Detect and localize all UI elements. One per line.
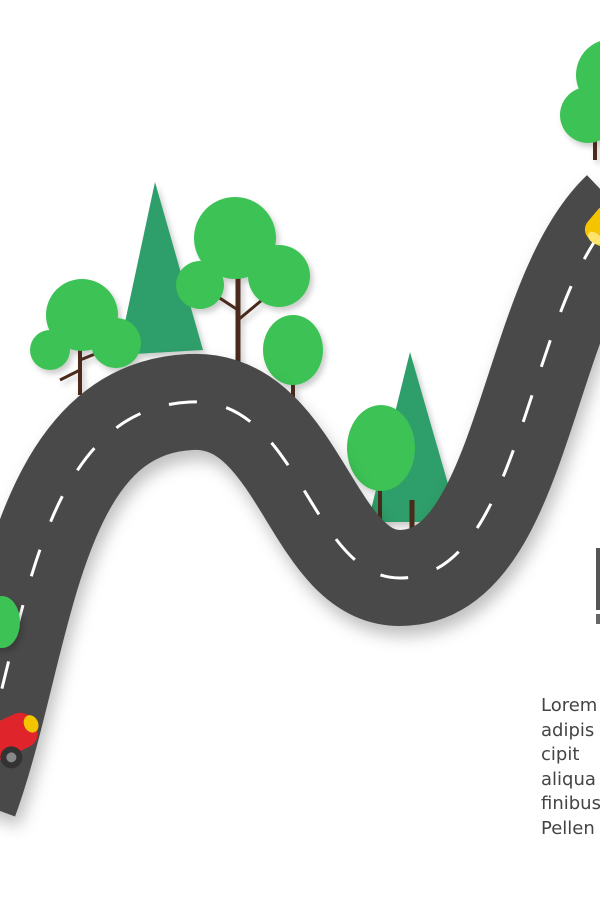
heading-mark (596, 548, 600, 610)
tree-group-top-right (560, 41, 600, 160)
text-line: finibus (541, 793, 600, 815)
tree-group-left (30, 182, 323, 400)
text-line: Lorem (541, 695, 598, 716)
red-car-icon (0, 712, 39, 769)
text-line: Pellen (541, 817, 595, 839)
text-line: cipit (541, 744, 580, 766)
text-line: aliqua (541, 768, 596, 790)
text-line: adipis (541, 719, 595, 741)
tree-group-middle (347, 352, 459, 535)
body-text: Lorem adipis cipit aliqua finibus Pellen (541, 694, 600, 842)
road-center-dashes (0, 231, 600, 703)
yellow-car-icon (584, 205, 600, 247)
tree-icon (0, 596, 20, 648)
pine-tree-icon (118, 182, 203, 355)
subheading-mark (596, 614, 600, 624)
tree-icon (347, 405, 415, 491)
